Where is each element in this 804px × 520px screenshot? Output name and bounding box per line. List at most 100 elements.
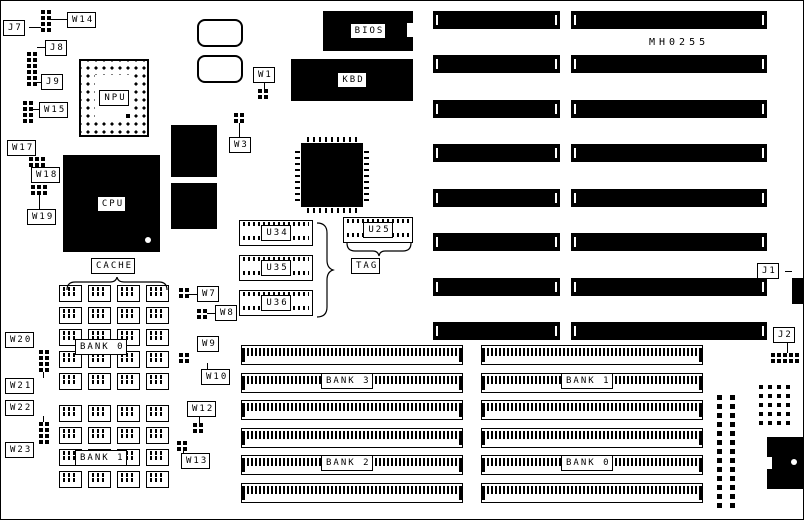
pin bbox=[771, 359, 775, 363]
pin bbox=[179, 294, 183, 298]
cache-brace bbox=[66, 277, 168, 291]
jumper-label-w19: W19 bbox=[27, 209, 57, 225]
din-center-dot bbox=[791, 459, 797, 465]
pin bbox=[777, 385, 781, 389]
pin bbox=[45, 368, 49, 372]
simm-socket bbox=[241, 400, 463, 421]
pin bbox=[45, 356, 49, 360]
jumper-pins-w9-w10 bbox=[179, 353, 189, 363]
pin bbox=[786, 385, 790, 389]
pin bbox=[193, 423, 197, 427]
jumper-label-w9: W9 bbox=[197, 336, 219, 352]
pin bbox=[768, 421, 772, 425]
cache-sram-chip bbox=[117, 351, 140, 368]
pin bbox=[39, 434, 43, 438]
leader-line-w10 bbox=[207, 363, 208, 369]
pin bbox=[193, 429, 197, 433]
pin bbox=[39, 350, 43, 354]
pin bbox=[768, 412, 772, 416]
qfp-pins-top bbox=[307, 137, 357, 142]
cache-sram-chip bbox=[88, 285, 111, 302]
pin bbox=[795, 359, 799, 363]
pin bbox=[35, 163, 39, 167]
jumper-label-w18: W18 bbox=[31, 167, 61, 183]
pin bbox=[179, 353, 183, 357]
leader-line-w8 bbox=[207, 313, 215, 314]
cpu-chip: CPU bbox=[63, 155, 160, 252]
pin bbox=[27, 64, 31, 68]
simm-group-right bbox=[481, 345, 703, 503]
pin bbox=[717, 503, 722, 508]
bios-chip: BIOS bbox=[323, 11, 413, 51]
pin bbox=[41, 16, 45, 20]
isa-slot-8-left bbox=[433, 322, 560, 340]
isa-slot-8-right bbox=[571, 322, 767, 340]
pin bbox=[185, 294, 189, 298]
keyboard-controller-chip: KBD bbox=[291, 59, 413, 101]
isa-slot-7-left bbox=[433, 278, 560, 296]
qfp-body bbox=[301, 143, 363, 207]
pin bbox=[39, 440, 43, 444]
leader-line-j1 bbox=[785, 271, 792, 272]
cache-bank0-array bbox=[59, 285, 169, 390]
pin bbox=[27, 58, 31, 62]
chip-label-u36: U36 bbox=[261, 295, 291, 311]
pin bbox=[240, 113, 244, 117]
pin bbox=[45, 362, 49, 366]
npu-pin1-dot bbox=[126, 114, 130, 118]
pin bbox=[777, 421, 781, 425]
cache-sram-chip bbox=[146, 307, 169, 324]
chip-label-cpu: CPU bbox=[96, 195, 127, 212]
pin bbox=[717, 431, 722, 436]
jumper-label-j8: J8 bbox=[45, 40, 67, 56]
pin bbox=[786, 421, 790, 425]
pin bbox=[730, 404, 735, 409]
jumper-pins-j8-j9 bbox=[27, 52, 37, 86]
pin bbox=[717, 449, 722, 454]
cache-sram-chip bbox=[117, 373, 140, 390]
pin bbox=[47, 28, 51, 32]
qfp-pins-left bbox=[295, 149, 300, 201]
pin bbox=[29, 101, 33, 105]
pin bbox=[789, 353, 793, 357]
cache-sram-chip bbox=[146, 471, 169, 488]
pin bbox=[199, 429, 203, 433]
jumper-pins-w3 bbox=[234, 113, 244, 123]
pin bbox=[23, 101, 27, 105]
pin bbox=[789, 359, 793, 363]
leader-line-w19 bbox=[39, 195, 40, 209]
npu-socket-center: NPU bbox=[95, 75, 133, 121]
memory-bank2-label: BANK 2 bbox=[321, 455, 373, 471]
pin bbox=[717, 395, 722, 400]
isa-slot-2-right bbox=[571, 55, 767, 73]
cache-sram-chip bbox=[117, 405, 140, 422]
isa-slot-3-left bbox=[433, 100, 560, 118]
leader-line-w3 bbox=[239, 123, 240, 137]
pin bbox=[717, 458, 722, 463]
connector-label-j1: J1 bbox=[757, 263, 779, 279]
chip-label-bios: BIOS bbox=[349, 23, 387, 39]
pin bbox=[45, 434, 49, 438]
sram-chip-u35: U35 bbox=[239, 255, 313, 281]
pin bbox=[37, 191, 41, 195]
leader-line-j7 bbox=[29, 27, 41, 28]
cache-sram-chip bbox=[88, 471, 111, 488]
isa-slot-3-right bbox=[571, 100, 767, 118]
pin bbox=[35, 157, 39, 161]
jumper-label-w12: W12 bbox=[187, 401, 217, 417]
cache-sram-chip bbox=[146, 427, 169, 444]
bios-notch bbox=[407, 23, 413, 37]
simm-socket bbox=[481, 482, 703, 503]
edge-connector-j1 bbox=[792, 278, 803, 304]
leader-line-w14 bbox=[51, 19, 67, 20]
section-label-cache: CACHE bbox=[91, 258, 136, 274]
cache-sram-chip bbox=[88, 405, 111, 422]
isa-slot-1-left bbox=[433, 11, 560, 29]
memory-bank1-label: BANK 1 bbox=[561, 373, 613, 389]
jumper-label-w8: W8 bbox=[215, 305, 237, 321]
pin bbox=[179, 288, 183, 292]
pin bbox=[39, 428, 43, 432]
chip-label-kbd: KBD bbox=[337, 72, 367, 88]
pin bbox=[730, 431, 735, 436]
leader-line-w13 bbox=[183, 451, 184, 453]
